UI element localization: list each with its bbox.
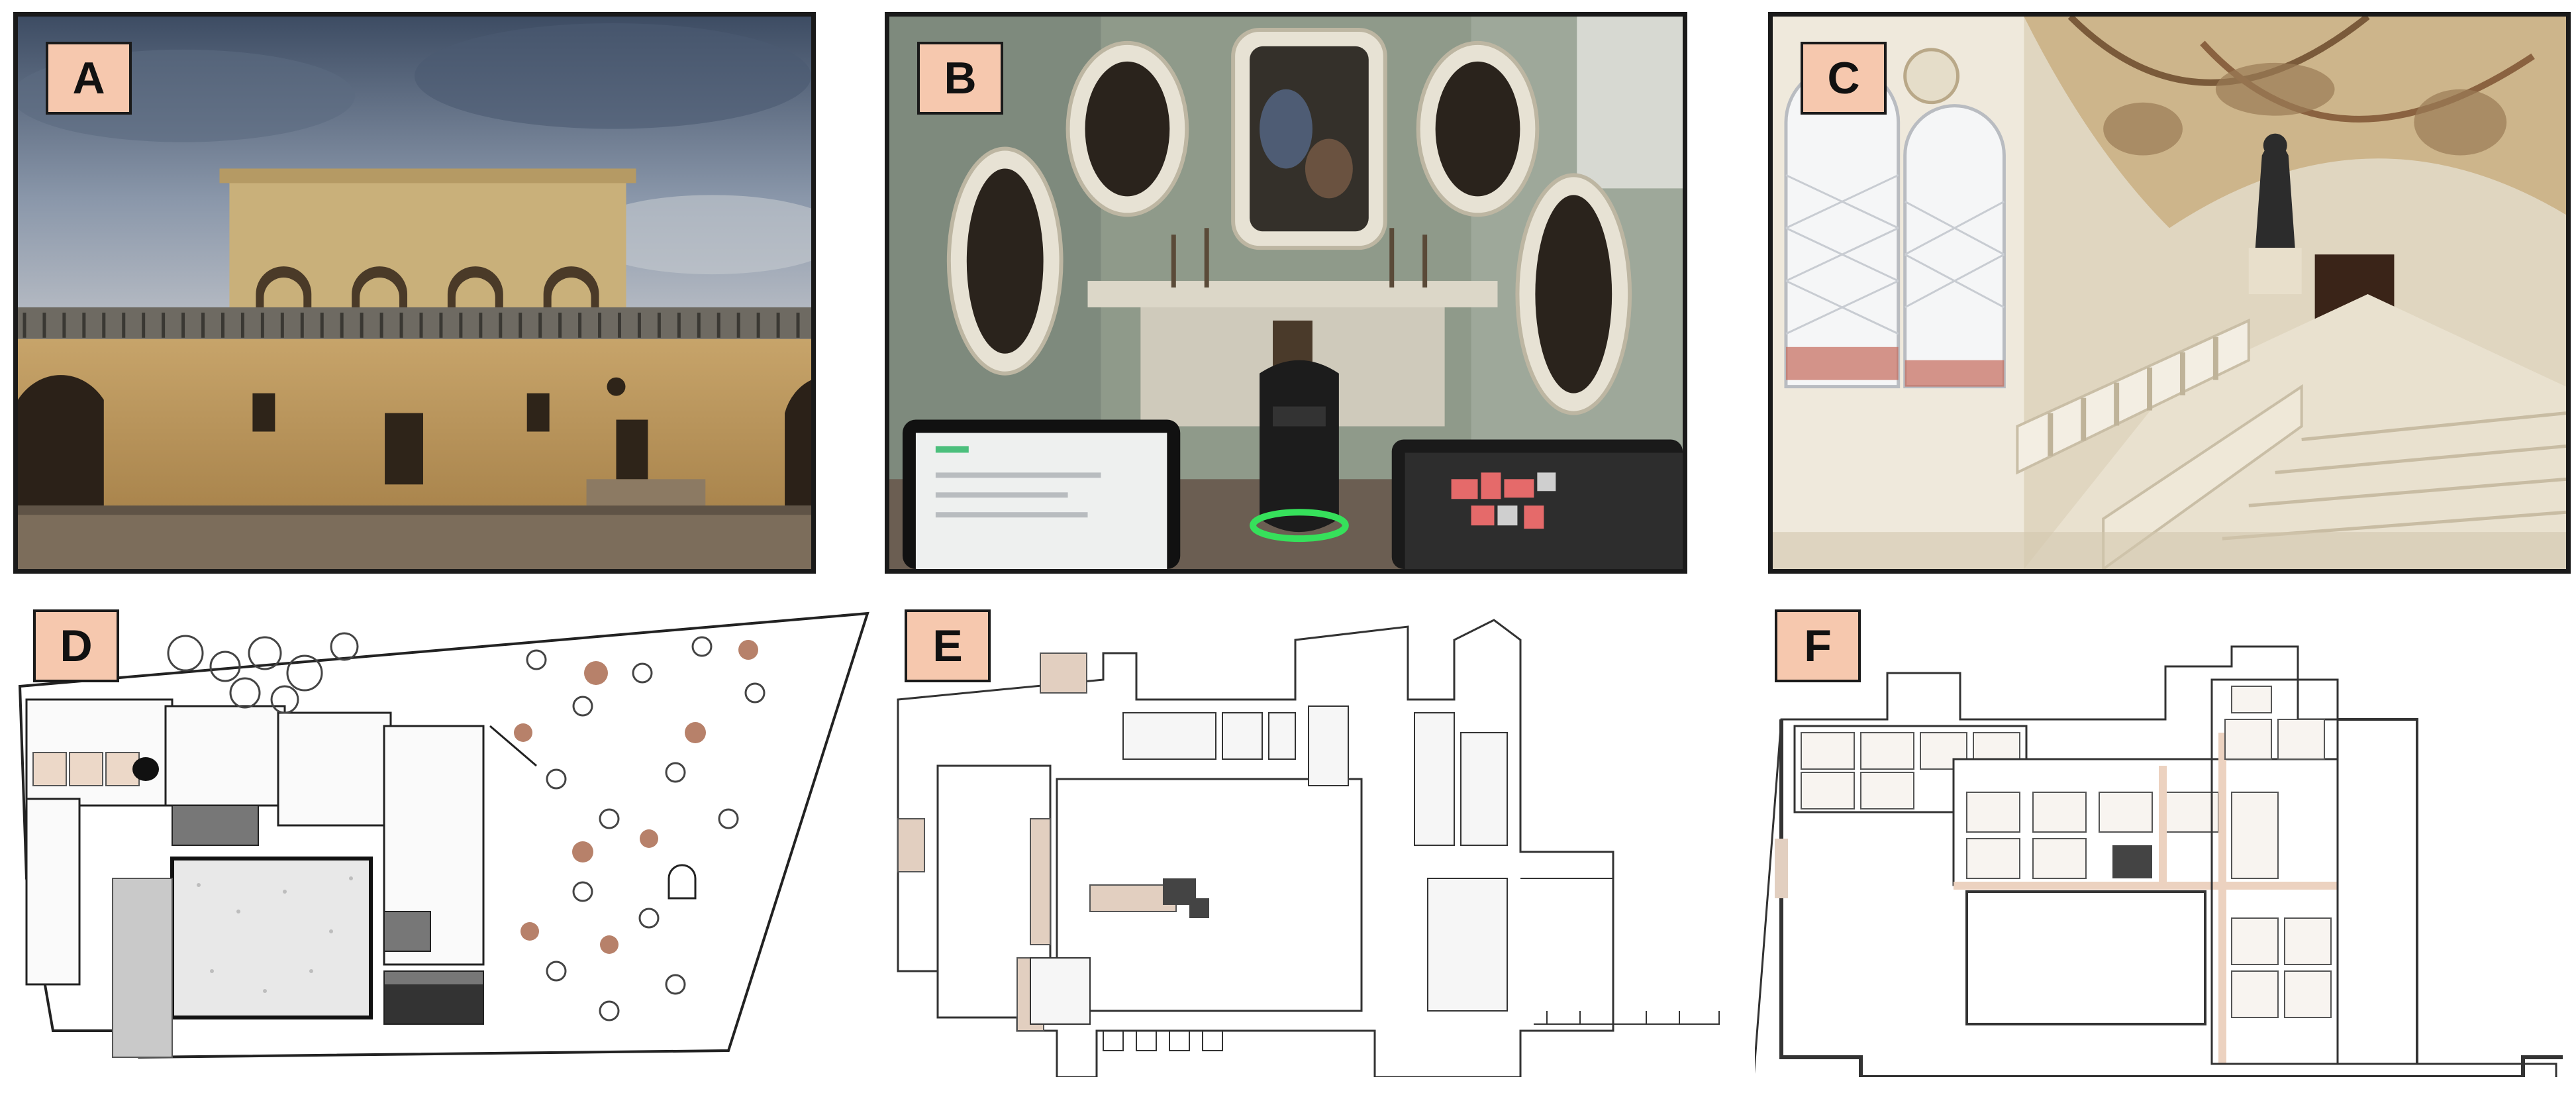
balustrade — [18, 307, 811, 339]
panel-b-chapel-scan-photo: B — [885, 12, 1687, 574]
panel-e-floor-plan: E — [885, 600, 1726, 1077]
panel-d-site-plan: D — [13, 600, 887, 1077]
panel-label-f: F — [1775, 609, 1861, 682]
vaulted-ceiling — [2024, 17, 2566, 229]
panel-f-upper-floor-plan: F — [1755, 600, 2569, 1077]
bronze-statue — [2255, 142, 2295, 248]
staircase-illustration — [1773, 17, 2566, 569]
courtyard — [1965, 890, 2206, 1025]
panel-label-d: D — [33, 609, 119, 682]
chapel-illustration — [889, 17, 1683, 569]
panel-label-b: B — [917, 42, 1003, 115]
site-plan-drawing — [18, 611, 869, 1059]
facade-illustration — [18, 17, 811, 569]
panel-label-c: C — [1801, 42, 1887, 115]
panel-a-facade-photo: A — [13, 12, 816, 574]
ground-floor-plan-drawing — [897, 619, 1720, 1077]
plan-outline — [1755, 645, 2557, 1077]
courtyard — [170, 857, 373, 1019]
pavement — [18, 505, 811, 569]
panel-c-staircase-photo: C — [1768, 12, 2571, 574]
upper-floor-plan-drawing — [1755, 645, 2563, 1077]
panel-label-a: A — [46, 42, 132, 115]
laser-scanner — [1260, 360, 1339, 533]
panel-label-e: E — [905, 609, 991, 682]
